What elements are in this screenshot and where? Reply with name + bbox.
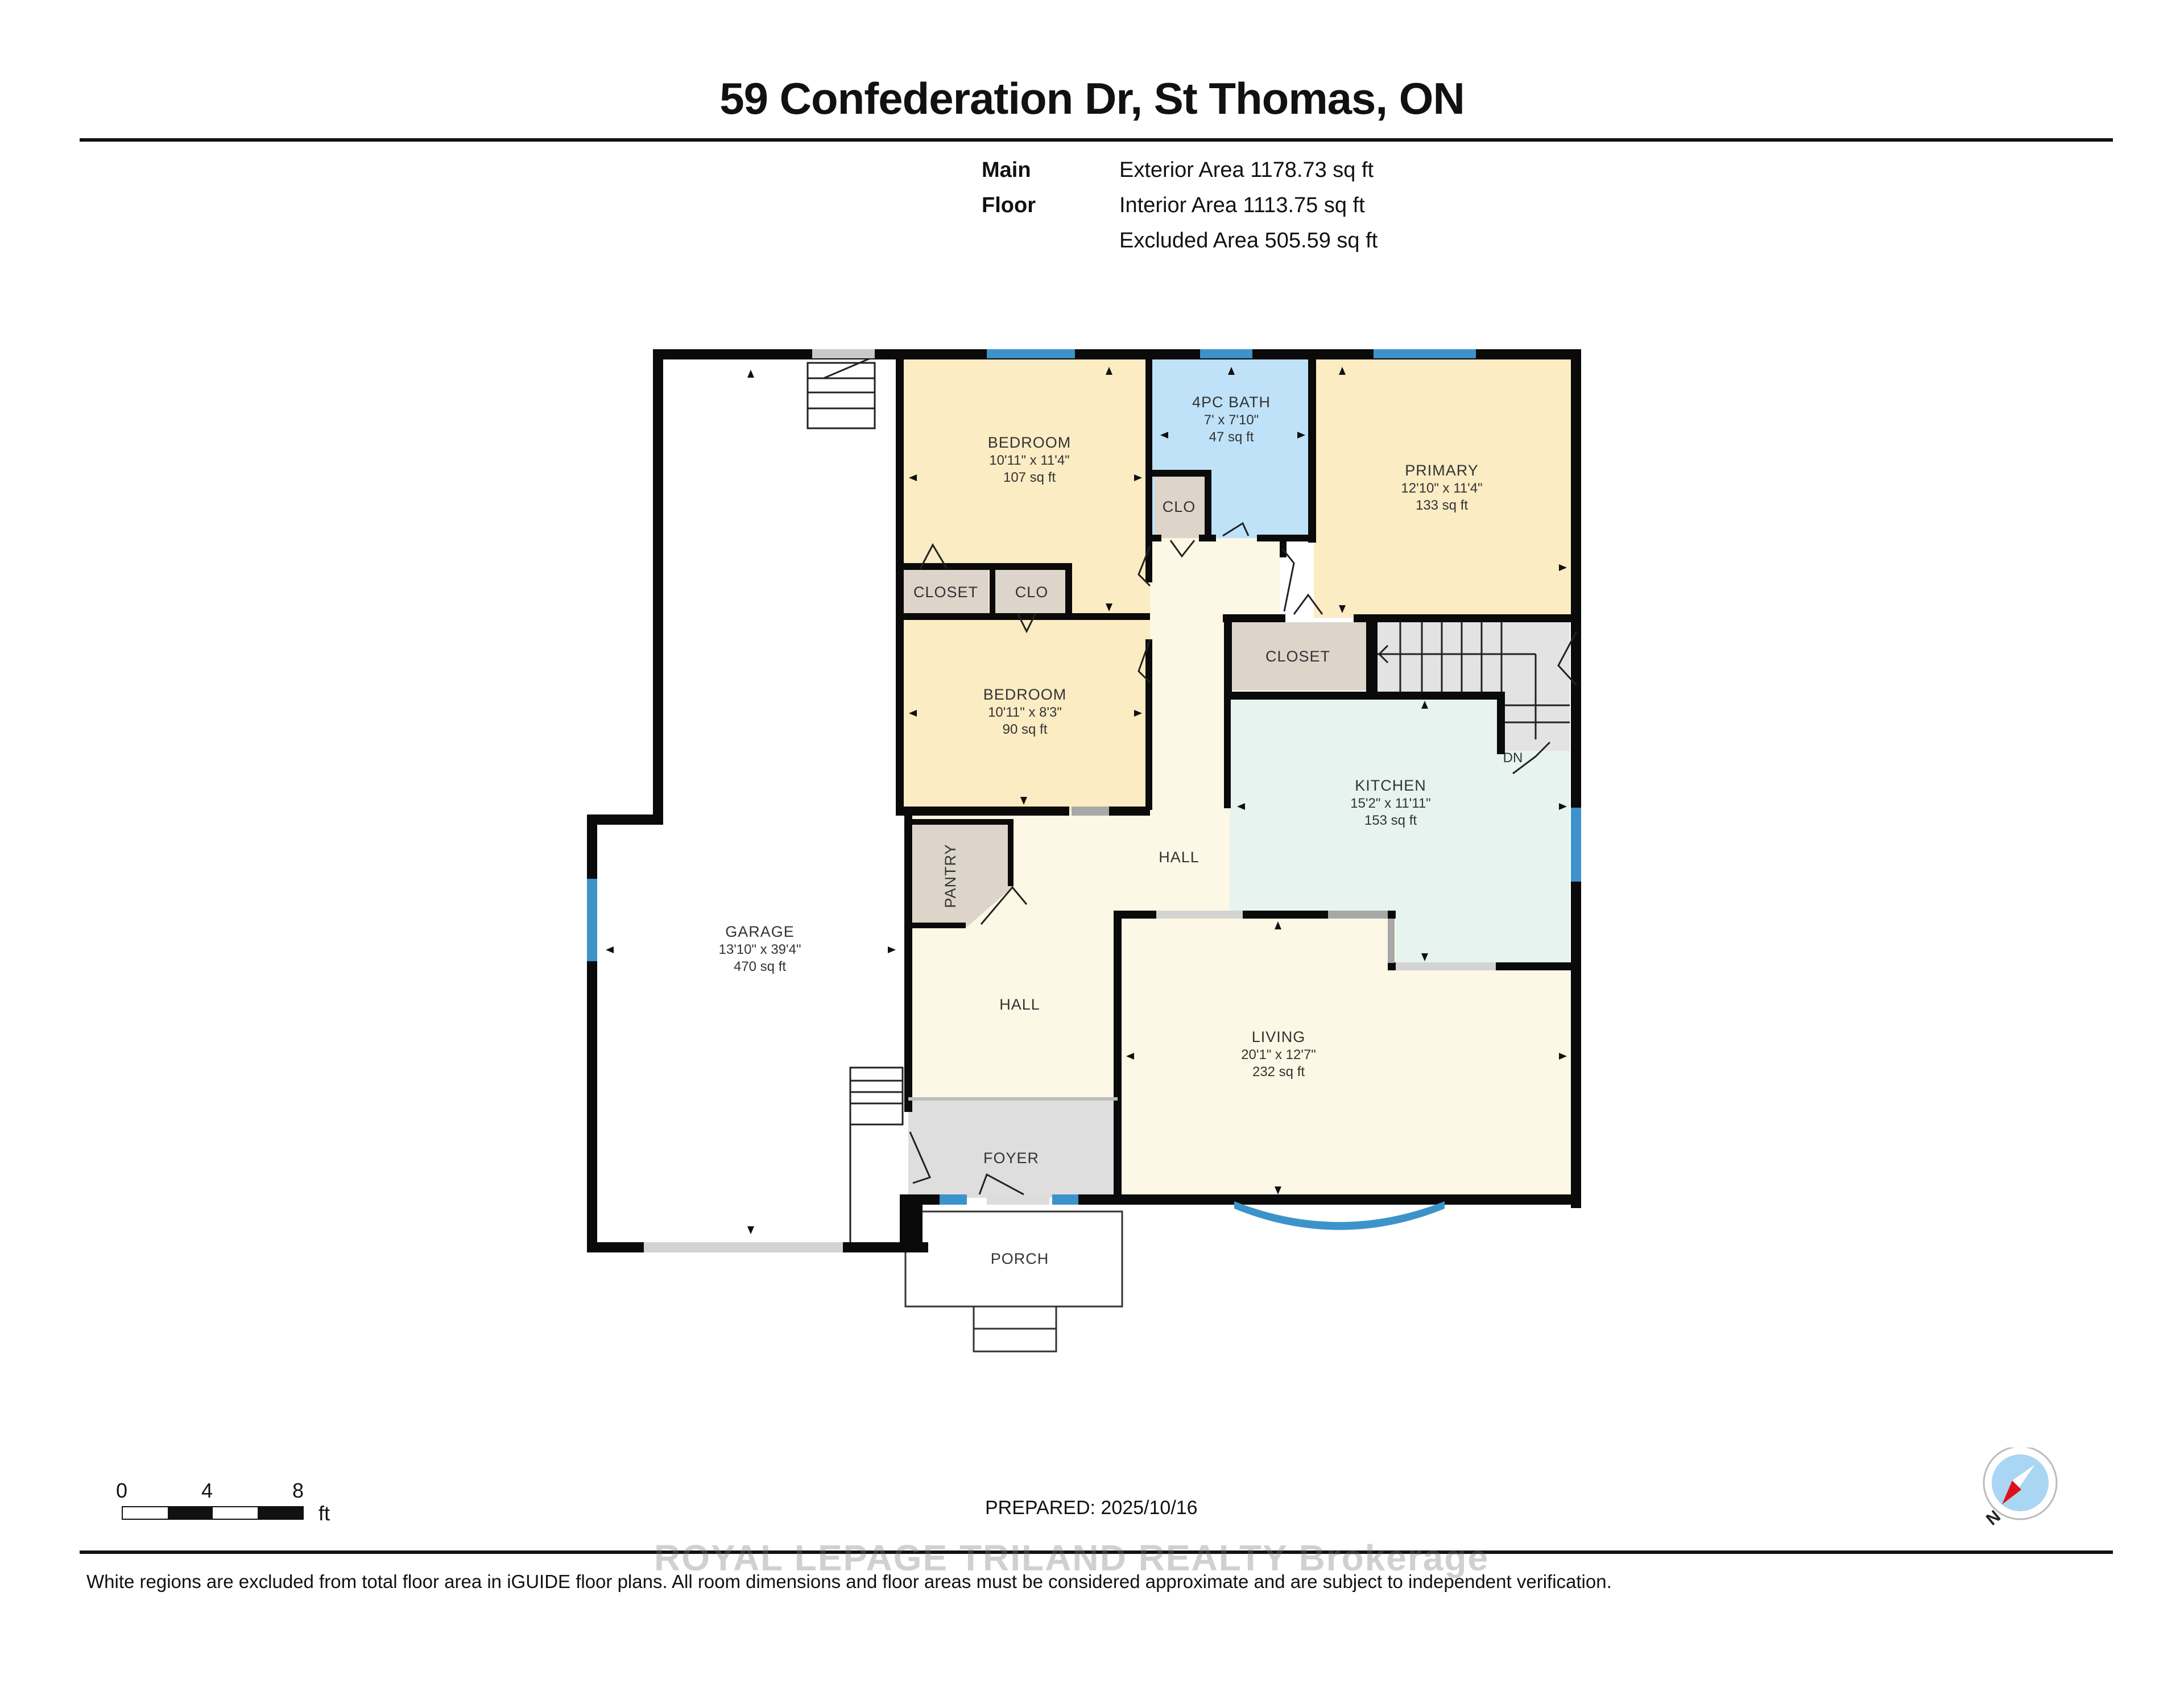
- pantry-label: PANTRY: [942, 844, 959, 908]
- living-fill: [1118, 915, 1577, 1198]
- foyer-fill: [908, 1097, 1118, 1198]
- scale-unit: ft: [318, 1502, 330, 1525]
- dimension-arrows: [606, 367, 1567, 1234]
- bedroom2-label: BEDROOM: [983, 686, 1067, 703]
- kitchen-area: 153 sq ft: [1364, 813, 1417, 828]
- door-swings: [909, 522, 1578, 1196]
- clo-bath-label: CLO: [1163, 498, 1196, 515]
- closet-primary-fill: [1230, 622, 1366, 690]
- bath-dims: 7' x 7'10": [1204, 412, 1259, 428]
- primary-fill: [1314, 354, 1577, 618]
- porch-label: PORCH: [991, 1250, 1049, 1267]
- stairs-icon: [806, 357, 1570, 1243]
- primary-dims: 12'10" x 11'4": [1401, 481, 1482, 496]
- primary-label: PRIMARY: [1405, 462, 1479, 479]
- foyer-label: FOYER: [983, 1150, 1039, 1167]
- floor-name: Main Floor: [982, 158, 1036, 217]
- bedroom1-dims: 10'11" x 11'4": [989, 453, 1069, 468]
- bedroom2-fill: [899, 618, 1150, 811]
- footer-divider: [80, 1550, 2113, 1554]
- room-labels: GARAGE 13'10" x 39'4" 470 sq ft BEDROOM …: [719, 394, 1483, 1267]
- pantry-fill: [913, 822, 1012, 927]
- closet-primary-label: CLOSET: [1265, 648, 1330, 665]
- bath-label: 4PC BATH: [1192, 394, 1271, 411]
- hall-upper-label: HALL: [1159, 849, 1199, 866]
- bedroom2-dims: 10'11" x 8'3": [988, 705, 1062, 720]
- closet-bed1-label: CLOSET: [913, 584, 978, 601]
- hall-fill: [908, 538, 1280, 1097]
- scale-tick-4: 4: [201, 1479, 213, 1502]
- page-title: 59 Confederation Dr, St Thomas, ON: [719, 73, 1465, 123]
- prepared-date: PREPARED: 2025/10/16: [985, 1497, 1198, 1519]
- room-fills: [899, 354, 1577, 1198]
- exterior-area: Exterior Area 1178.73 sq ft: [1119, 158, 1374, 182]
- kitchen-dims: 15'2" x 11'11": [1350, 796, 1430, 811]
- living-dims: 20'1" x 12'7": [1241, 1047, 1316, 1062]
- kitchen-fill: [1230, 696, 1570, 967]
- stairs-down-label: DN: [1503, 750, 1523, 766]
- garage-area: 470 sq ft: [734, 959, 786, 974]
- scale-tick-8: 8: [292, 1479, 304, 1502]
- compass-icon: N: [1983, 1448, 2058, 1527]
- garage-dims: 13'10" x 39'4": [719, 942, 801, 957]
- hall-lower-label: HALL: [999, 996, 1040, 1013]
- disclaimer-text: White regions are excluded from total fl…: [86, 1571, 1612, 1592]
- openings: [644, 349, 1496, 1252]
- porch: [904, 1210, 1123, 1353]
- excluded-area: Excluded Area 505.59 sq ft: [1119, 229, 1378, 253]
- interior-area: Interior Area 1113.75 sq ft: [1119, 193, 1365, 217]
- brokerage-watermark: ROYAL LEPAGE TRILAND REALTY Brokerage: [654, 1537, 1490, 1578]
- bedroom2-area: 90 sq ft: [1003, 722, 1048, 737]
- clo-bath-fill: [1155, 475, 1205, 538]
- bath-area: 47 sq ft: [1209, 429, 1254, 445]
- walls: [587, 349, 1581, 1252]
- kitchen-label: KITCHEN: [1355, 777, 1426, 794]
- closet-bed1-fill: [903, 569, 988, 614]
- stairs-fill: [1378, 622, 1570, 695]
- living-label: LIVING: [1252, 1028, 1306, 1045]
- bedroom1-area: 107 sq ft: [1003, 470, 1056, 485]
- primary-area: 133 sq ft: [1416, 498, 1468, 513]
- scale-tick-0: 0: [116, 1479, 128, 1502]
- windows: [587, 349, 1581, 1230]
- living-area: 232 sq ft: [1252, 1064, 1305, 1080]
- clo-bed2-label: CLO: [1015, 584, 1049, 601]
- clo-bed2-fill: [994, 569, 1065, 614]
- scale-bar-graphic: [122, 1506, 304, 1520]
- header-divider: [80, 138, 2113, 142]
- bedroom1-label: BEDROOM: [988, 434, 1072, 451]
- garage-label: GARAGE: [725, 923, 795, 940]
